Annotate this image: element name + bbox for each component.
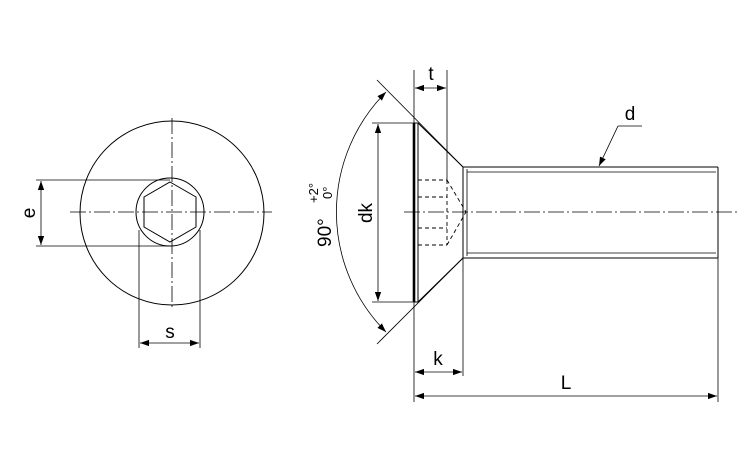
dimension-t: t [413, 64, 448, 180]
label-e: e [19, 208, 40, 219]
dimension-angle: 90° +2° 0° [306, 79, 464, 345]
label-L: L [561, 373, 572, 394]
dimension-s: s [138, 230, 201, 348]
end-view: e s [19, 118, 272, 348]
dimension-dk: dk [356, 122, 414, 303]
side-view: dk 90° +2° 0° t d [306, 64, 740, 402]
hex-socket [143, 181, 197, 243]
label-d: d [625, 104, 636, 125]
dimension-L: L [415, 258, 719, 402]
label-k: k [433, 349, 443, 370]
label-angle-tolerance-lower: 0° [320, 187, 335, 199]
label-t: t [428, 64, 434, 85]
label-dk: dk [356, 202, 377, 223]
countersunk-head [414, 122, 464, 303]
label-s: s [165, 322, 175, 343]
label-angle-tolerance-upper: +2° [306, 183, 321, 203]
dimension-k: k [413, 258, 464, 402]
dimension-d: d [598, 104, 642, 167]
hidden-socket [418, 179, 467, 246]
dimension-e: e [19, 179, 170, 247]
label-angle: 90° [315, 218, 336, 247]
